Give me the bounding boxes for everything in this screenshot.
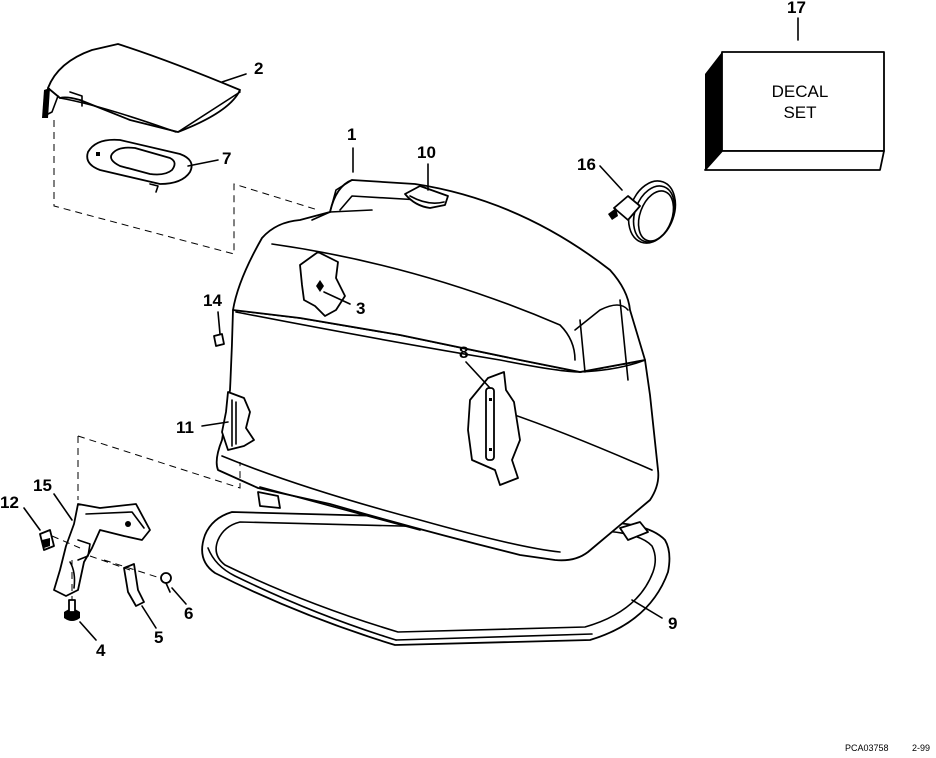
- label-16: 16: [577, 155, 596, 174]
- decal-label-line1: DECAL: [772, 82, 829, 101]
- decal-set-box: DECAL SET: [704, 51, 885, 171]
- label-14: 14: [203, 291, 222, 310]
- label-7: 7: [222, 149, 231, 168]
- figure-code: PCA03758: [845, 743, 889, 753]
- wiring-harness-part: [608, 180, 677, 244]
- label-2: 2: [254, 59, 263, 78]
- gasket-part: [86, 138, 193, 193]
- label-8: 8: [459, 343, 468, 362]
- label-3: 3: [356, 299, 365, 318]
- hardware-parts: [39, 333, 225, 621]
- motor-cover-part: [215, 179, 660, 562]
- grommet-part: [64, 609, 80, 621]
- decal-label-line2: SET: [783, 103, 816, 122]
- part-number-labels: 1 2 3 4 5 6 7 8 9 10 11 12 14 15 16 17: [0, 0, 806, 660]
- label-11: 11: [176, 418, 194, 437]
- label-12: 12: [0, 493, 19, 512]
- top-cap-part: [42, 43, 241, 133]
- label-10: 10: [417, 143, 436, 162]
- label-17: 17: [787, 0, 806, 17]
- clip-part: [213, 333, 225, 347]
- leader-lines: [23, 17, 799, 641]
- label-1: 1: [347, 125, 356, 144]
- label-5: 5: [154, 628, 163, 647]
- screw-part: [160, 572, 172, 584]
- alignment-lines: [51, 120, 319, 600]
- label-6: 6: [184, 604, 193, 623]
- label-9: 9: [668, 614, 677, 633]
- figure-date: 2-99: [912, 743, 930, 753]
- bracket-part: [53, 503, 151, 597]
- label-4: 4: [96, 641, 106, 660]
- label-15: 15: [33, 476, 52, 495]
- spring-clip-part: [123, 563, 145, 607]
